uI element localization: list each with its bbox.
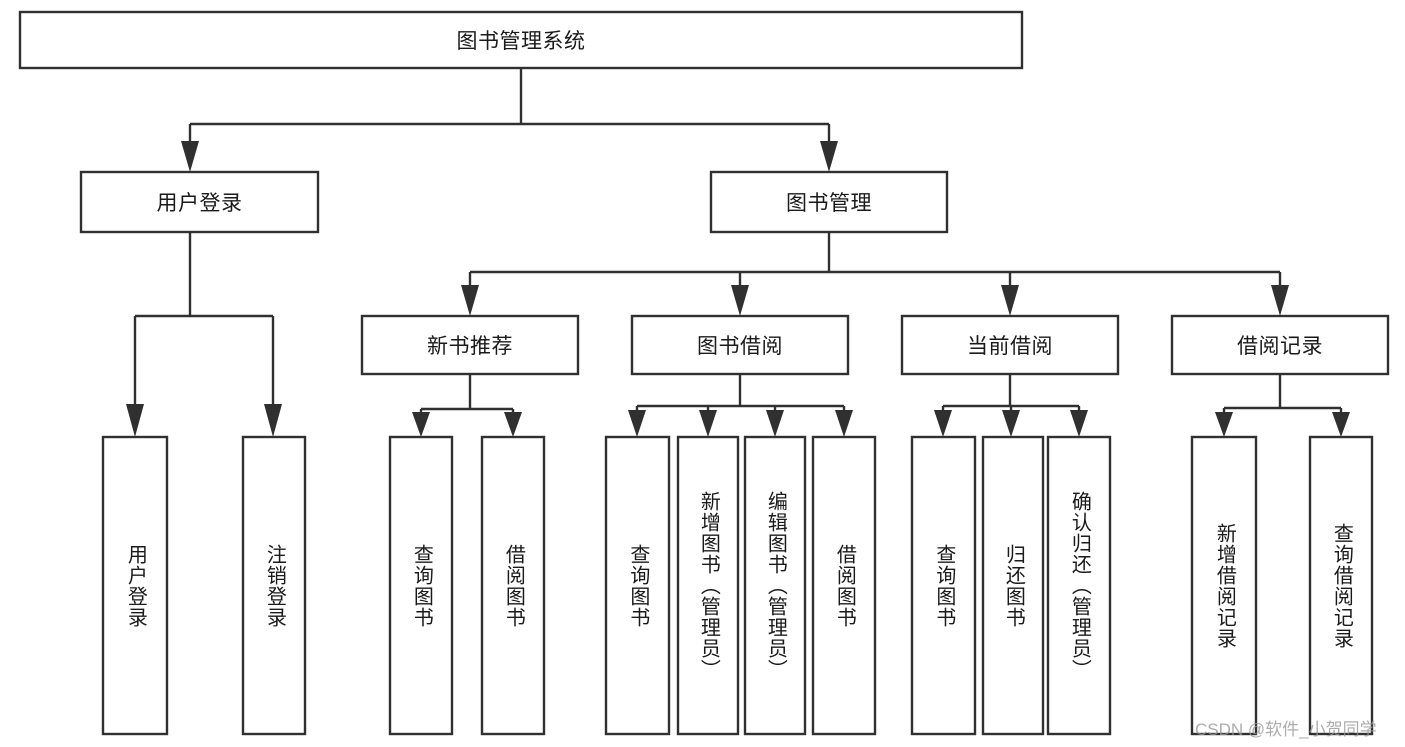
node-box-new-book-recommend[interactable] bbox=[360, 314, 580, 376]
edge-group-book-borrow-to-leaves bbox=[628, 374, 853, 437]
node-box-leaf-logout[interactable] bbox=[241, 435, 307, 736]
node-box-leaf-query-books-borrow[interactable] bbox=[604, 435, 671, 736]
node-box-leaf-user-login[interactable] bbox=[101, 435, 169, 736]
arrowhead-user-login bbox=[181, 141, 199, 172]
node-box-current-borrow[interactable] bbox=[900, 314, 1120, 376]
arrowhead-leaf-user-login bbox=[126, 404, 144, 437]
node-box-leaf-query-books-recommend[interactable] bbox=[388, 435, 454, 736]
arrowhead-leaf-borrow-book bbox=[835, 410, 853, 437]
arrowhead-current-borrow bbox=[1001, 285, 1019, 316]
arrowhead-leaf-query-books-borrow bbox=[628, 410, 646, 437]
csdn-watermark: CSDN @软件_小贺同学 bbox=[1195, 720, 1377, 739]
arrowhead-new-book-recommend bbox=[461, 285, 479, 316]
arrowhead-leaf-add-borrow-record bbox=[1215, 412, 1233, 437]
arrowhead-leaf-borrow-books-recommend bbox=[504, 412, 522, 437]
edge-group-new-book-recommend-to-leaves bbox=[412, 374, 522, 437]
node-box-leaf-edit-book[interactable] bbox=[743, 435, 807, 736]
node-box-leaf-add-book[interactable] bbox=[676, 435, 740, 736]
arrowhead-leaf-logout bbox=[264, 404, 282, 437]
arrowhead-leaf-confirm-return bbox=[1070, 410, 1088, 437]
node-box-leaf-add-borrow-record[interactable] bbox=[1190, 435, 1258, 736]
node-box-borrow-records[interactable] bbox=[1170, 314, 1390, 376]
edge-group-book-management-to-level2 bbox=[461, 232, 1289, 316]
node-box-leaf-return-book[interactable] bbox=[981, 435, 1045, 736]
node-box-leaf-confirm-return[interactable] bbox=[1046, 435, 1112, 736]
arrowhead-leaf-query-borrow-record bbox=[1332, 412, 1350, 437]
node-box-leaf-query-borrow-record[interactable] bbox=[1308, 435, 1374, 736]
arrowhead-borrow-records bbox=[1271, 285, 1289, 316]
node-box-leaf-query-books-current[interactable] bbox=[910, 435, 977, 736]
arrowhead-book-borrow bbox=[731, 285, 749, 316]
edge-group-root-to-level1 bbox=[181, 68, 838, 172]
arrowhead-book-management bbox=[820, 141, 838, 172]
node-box-leaf-borrow-book[interactable] bbox=[811, 435, 877, 736]
edge-group-borrow-records-to-leaves bbox=[1215, 374, 1350, 437]
arrowhead-leaf-query-books-current bbox=[934, 410, 952, 437]
node-box-root[interactable] bbox=[18, 10, 1024, 70]
node-box-book-management[interactable] bbox=[709, 170, 949, 234]
node-box-book-borrow[interactable] bbox=[630, 314, 850, 376]
arrowhead-leaf-add-book bbox=[699, 410, 717, 437]
node-box-leaf-borrow-books-recommend[interactable] bbox=[480, 435, 546, 736]
edge-group-user-login-to-leaves bbox=[126, 232, 282, 437]
edge-group-current-borrow-to-leaves bbox=[934, 374, 1088, 437]
node-box-user-login[interactable] bbox=[79, 170, 320, 234]
arrowhead-leaf-query-books-recommend bbox=[412, 412, 430, 437]
arrowhead-leaf-return-book bbox=[1002, 410, 1020, 437]
arrowhead-leaf-edit-book bbox=[766, 410, 784, 437]
